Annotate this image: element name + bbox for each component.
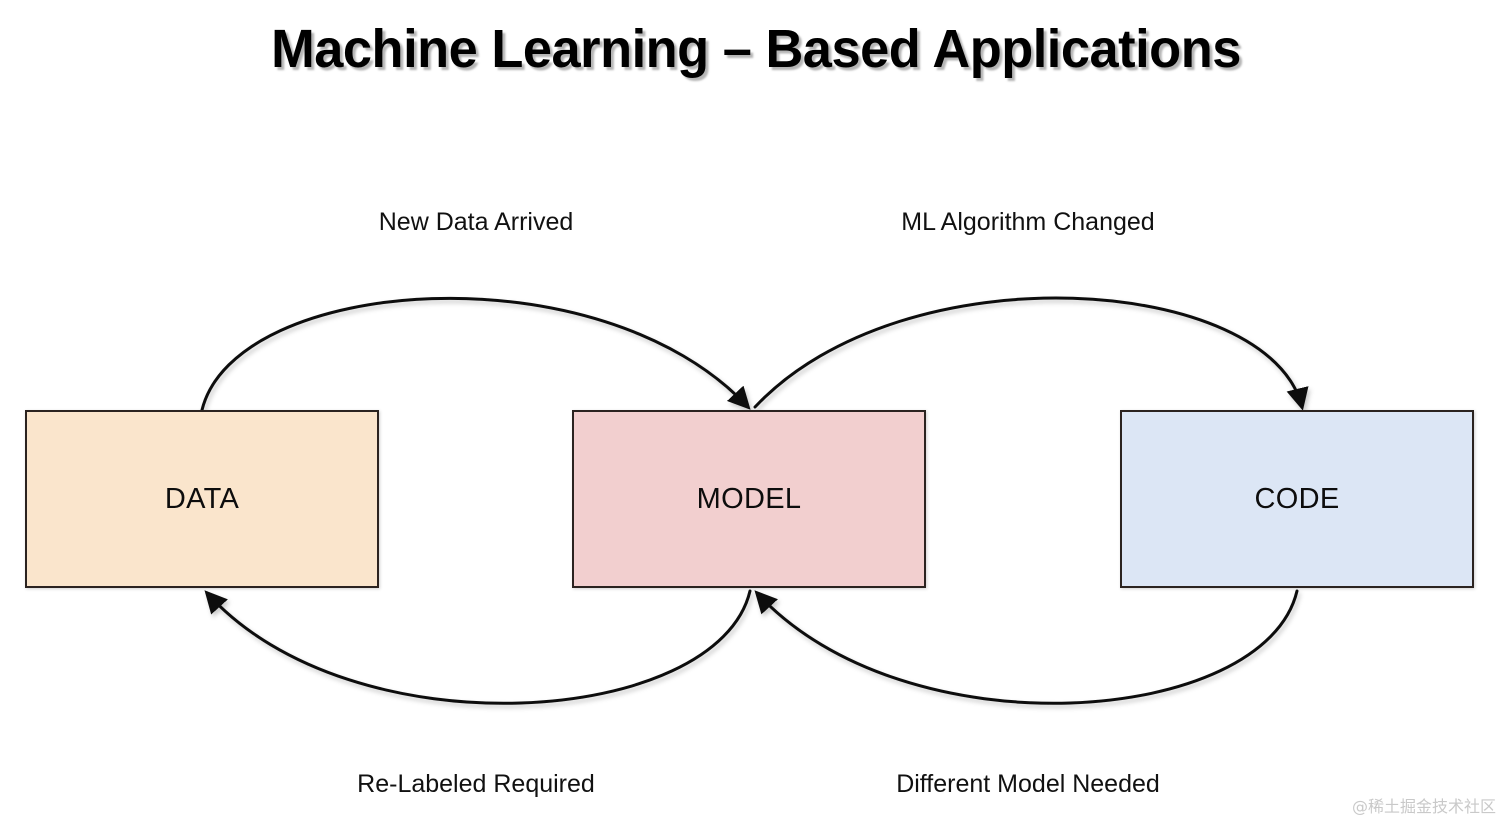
- edge-label-re-labeled-required: Re-Labeled Required: [357, 770, 595, 798]
- edge-label-ml-algorithm-changed: ML Algorithm Changed: [901, 208, 1155, 236]
- node-code[interactable]: CODE: [1120, 410, 1474, 588]
- node-model[interactable]: MODEL: [572, 410, 926, 588]
- node-data-label: DATA: [164, 482, 240, 515]
- arrow-model-to-data: [204, 589, 752, 705]
- node-code-label: CODE: [1254, 482, 1340, 515]
- edge-label-different-model-needed: Different Model Needed: [896, 770, 1160, 798]
- page-title: Machine Learning – Based Applications: [271, 19, 1241, 79]
- node-data[interactable]: DATA: [25, 410, 379, 588]
- arrow-code-to-model-top: [753, 296, 1309, 411]
- edge-label-new-data-arrived: New Data Arrived: [378, 208, 574, 236]
- watermark: @稀土掘金技术社区: [1351, 797, 1496, 816]
- arrow-data-to-model: [200, 296, 751, 412]
- node-model-label: MODEL: [696, 482, 802, 515]
- arrow-code-to-model-bottom: [754, 589, 1299, 705]
